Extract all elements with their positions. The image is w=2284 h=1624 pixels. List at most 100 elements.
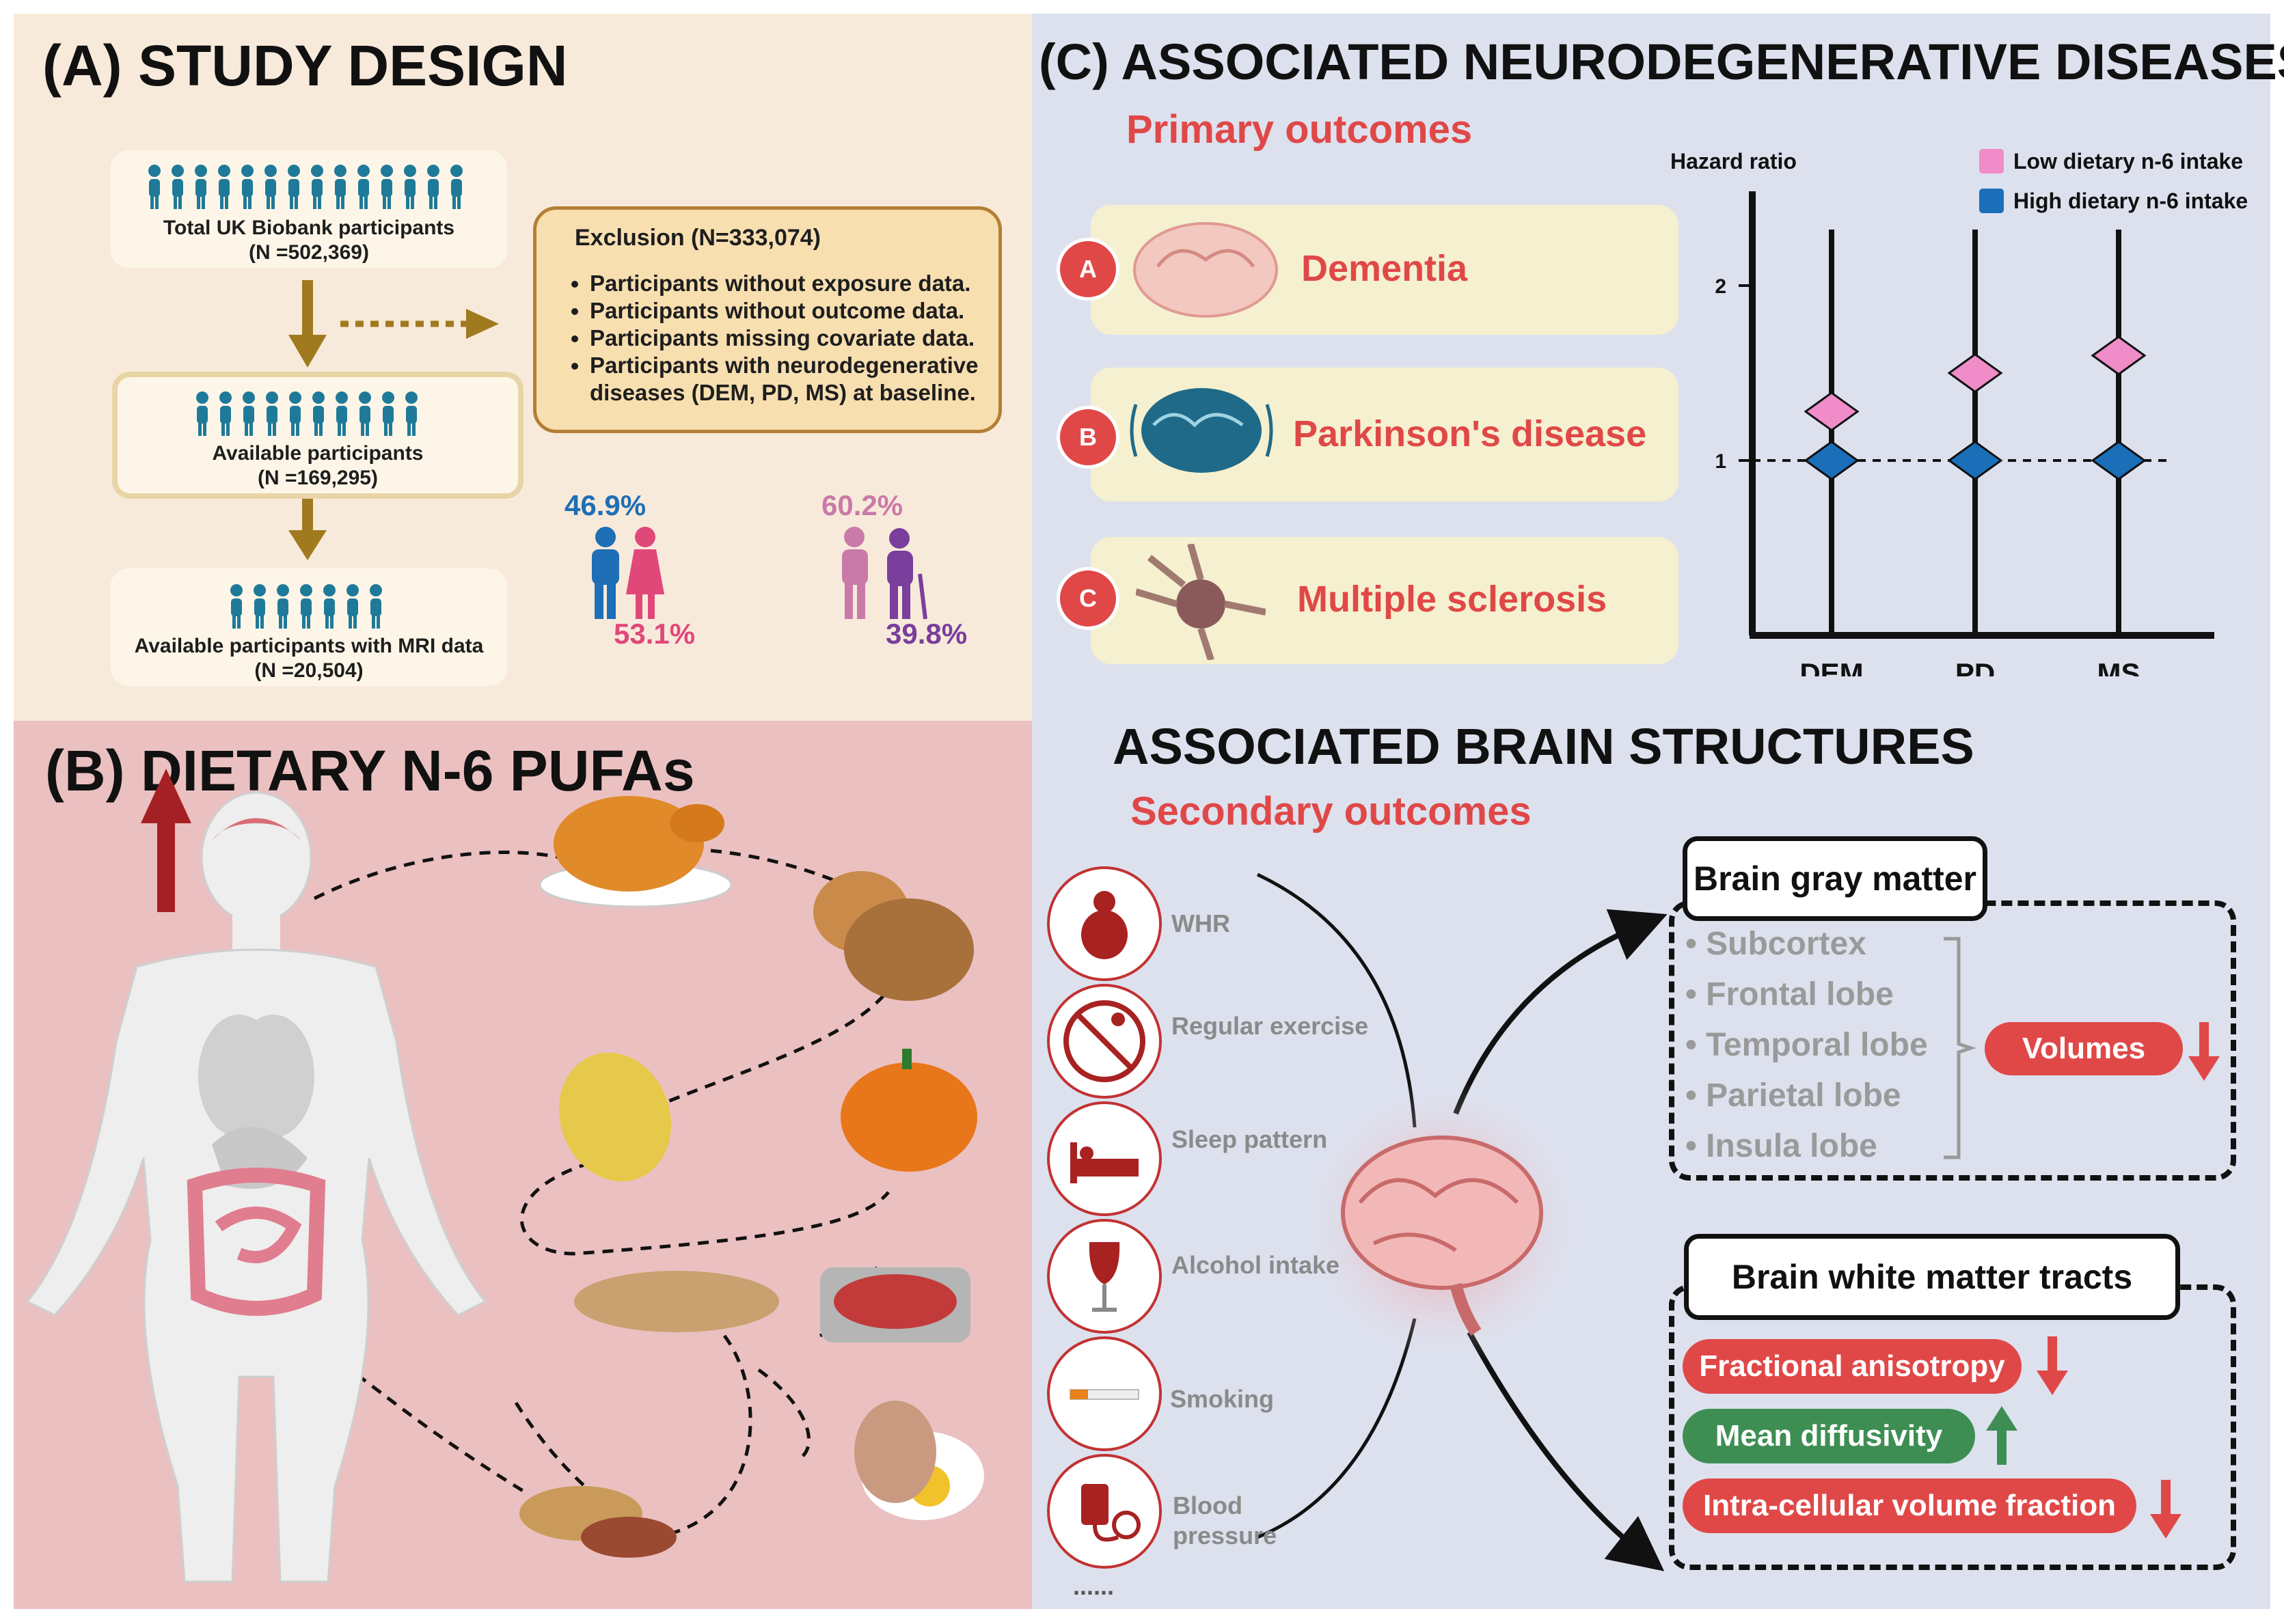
lobe-item: • Frontal lobe <box>1685 976 1894 1013</box>
box3-label: Available participants with MRI data <box>134 635 484 657</box>
box1-count: (N =502,369) <box>249 241 369 264</box>
raw-meat-icon <box>820 1267 970 1343</box>
x-category-label: MS <box>2097 657 2140 676</box>
panel-a-title: (A) STUDY DESIGN <box>42 33 568 98</box>
secondary-outcomes-label: Secondary outcomes <box>1130 789 1532 834</box>
exclusion-item: Participants with neurodegenerative dise… <box>590 352 1000 407</box>
legend-swatch-low <box>1979 149 2004 174</box>
primary-outcomes-label: Primary outcomes <box>1126 107 1473 152</box>
grains-icon <box>574 1271 779 1332</box>
box2-label: Available participants <box>212 442 424 465</box>
total-participants-box: Total UK Biobank participants (N =502,36… <box>111 150 507 268</box>
disease-badge: C <box>1057 567 1119 630</box>
lobe-item: • Temporal lobe <box>1685 1027 1928 1063</box>
food-illustration <box>25 769 984 1583</box>
human-body-icon <box>25 791 487 1583</box>
exclusion-box: Exclusion (N=333,074) Participants witho… <box>533 206 1002 433</box>
white-matter-title: Brain white matter tracts <box>1684 1234 2180 1320</box>
diamond-point <box>1804 391 1860 432</box>
covariate-label: Blood pressure <box>1173 1491 1277 1550</box>
covariate-label: WHR <box>1171 909 1230 937</box>
available-participants-box: Available participants (N =169,295) <box>112 372 524 499</box>
lobe-item: • Insula lobe <box>1685 1128 1877 1164</box>
exclusion-list: Participants without exposure data. Part… <box>567 270 1000 407</box>
up-arrow-icon <box>1986 1406 2017 1465</box>
box3-count: (N =20,504) <box>254 659 364 682</box>
y-tick-label: 1 <box>1715 450 1726 473</box>
down-arrow-icon <box>288 280 327 368</box>
disease-label: Parkinson's disease <box>1293 413 1647 454</box>
mean-diffusivity-badge: Mean diffusivity <box>1683 1409 1975 1463</box>
legend-label-high: High dietary n-6 intake <box>2013 189 2248 213</box>
whr-icon <box>1047 866 1162 981</box>
brain-icon <box>1130 388 1273 473</box>
covariate-label: Smoking <box>1170 1385 1275 1413</box>
panel-b-title: (B) DIETARY N-6 PUFAs <box>45 739 695 803</box>
exercise-icon <box>1047 984 1162 1099</box>
disease-row-ms: Multiple sclerosis <box>1091 537 1678 664</box>
dotted-arrow-icon <box>340 309 499 339</box>
intra-cellular-volume-badge: Intra-cellular volume fraction <box>1683 1478 2136 1533</box>
mri-participants-box: Available participants with MRI data (N … <box>111 568 507 686</box>
down-arrow-icon <box>2037 1336 2068 1395</box>
exclusion-item: Participants missing covariate data. <box>590 325 1000 352</box>
roast-chicken-icon <box>539 796 733 908</box>
walnut-icon <box>813 871 974 1001</box>
wine-glass-icon <box>1047 1219 1162 1334</box>
down-arrow-icon <box>2188 1022 2220 1081</box>
soybean-icon <box>558 1052 672 1182</box>
exclusion-title: Exclusion (N=333,074) <box>575 225 821 251</box>
disease-row-parkinsons: Parkinson's disease <box>1091 368 1678 501</box>
chart-ylabel: Hazard ratio <box>1670 149 1797 174</box>
pumpkin-icon <box>841 1049 977 1172</box>
covariate-label: Regular exercise <box>1171 1012 1369 1040</box>
disease-badge: B <box>1057 406 1119 469</box>
legend-label-low: Low dietary n-6 intake <box>2013 149 2244 174</box>
people-icon-group <box>148 165 463 209</box>
down-arrow-icon <box>2150 1480 2181 1539</box>
up-arrow-icon <box>157 816 175 912</box>
brain-structures-title: ASSOCIATED BRAIN STRUCTURES <box>1113 718 1974 775</box>
egg-icon <box>854 1401 984 1520</box>
age-group-1-percent: 60.2% <box>821 489 903 521</box>
brain-connections <box>1256 872 1668 1571</box>
fractional-anisotropy-badge: Fractional anisotropy <box>1683 1339 2022 1394</box>
age-groups-icon <box>842 527 927 620</box>
more-covariates: ...... <box>1073 1572 1115 1600</box>
exclusion-item: Participants without exposure data. <box>590 270 1000 297</box>
lobe-item: • Subcortex <box>1685 926 1866 962</box>
sleep-icon <box>1047 1101 1162 1216</box>
disease-label: Dementia <box>1301 248 1468 289</box>
x-category-label: DEM <box>1799 657 1863 676</box>
diamond-point <box>1947 440 2003 481</box>
disease-row-dementia: Dementia <box>1091 205 1678 335</box>
people-icon-group <box>196 391 418 436</box>
y-tick-label: 2 <box>1715 275 1726 298</box>
disease-label: Multiple sclerosis <box>1297 579 1607 620</box>
people-icon-group <box>230 584 382 629</box>
male-percent: 46.9% <box>565 489 647 521</box>
down-arrow-icon <box>288 499 327 560</box>
brain-icon <box>1341 1136 1543 1336</box>
diamond-point <box>2091 335 2147 376</box>
male-female-icon <box>592 527 664 619</box>
covariate-label: Sleep pattern <box>1171 1125 1328 1153</box>
age-group-2-percent: 39.8% <box>886 618 968 650</box>
bracket-icon <box>1944 937 1976 1159</box>
peanuts-icon <box>519 1486 677 1558</box>
volumes-badge: Volumes <box>1985 1022 2183 1075</box>
lobe-item: • Parietal lobe <box>1685 1077 1901 1114</box>
brain-slice-icon <box>1133 222 1278 318</box>
covariate-label: Alcohol intake <box>1171 1251 1340 1279</box>
panel-c-title: (C) ASSOCIATED NEURODEGENERATIVE DISEASE… <box>1039 33 2284 90</box>
legend-swatch-high <box>1979 189 2004 213</box>
cigarette-icon <box>1047 1336 1162 1451</box>
diamond-point <box>2091 440 2147 481</box>
gray-matter-title: Brain gray matter <box>1683 836 1987 921</box>
box1-label: Total UK Biobank participants <box>163 217 455 239</box>
diamond-point <box>1947 353 2003 394</box>
diamond-point <box>1804 440 1860 481</box>
disease-badge: A <box>1057 238 1119 301</box>
exclusion-item: Participants without outcome data. <box>590 297 1000 325</box>
